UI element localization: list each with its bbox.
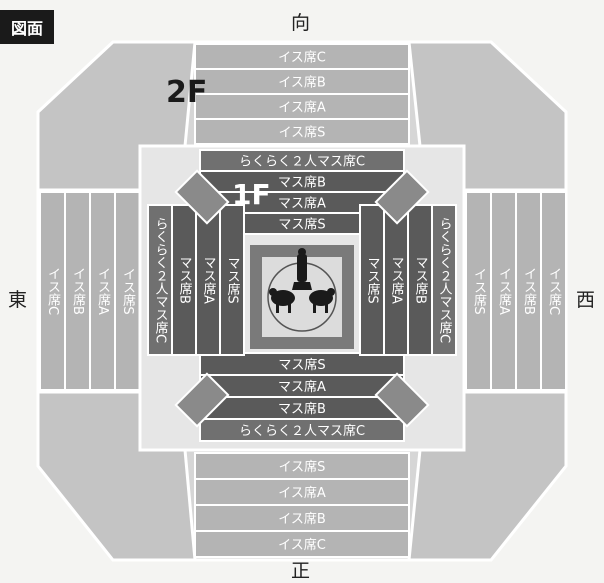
west-masu-2-block [407,204,433,356]
south-isu-2-label: イス席B [278,511,326,527]
north-isu-0-label: イス席C [278,50,326,66]
corner-box-nw [174,169,230,225]
west-isu-0-block [465,191,492,391]
east-masu-2-label: マス席A [201,256,217,304]
south-isu-1-label: イス席A [278,485,326,501]
south-masu-0-label: マス席S [278,357,325,373]
west-isu-2-block [515,191,542,391]
west-masu-3-block [431,204,457,356]
referee-figure [292,248,312,290]
direction-west: 西 [576,289,596,311]
north-isu-1-block [194,68,410,95]
direction-east: 東 [8,289,28,311]
east-masu-3-block [219,204,245,356]
west-masu-2-label: マス席B [413,256,429,304]
east-masu-1-block [171,204,197,356]
west-isu-3-label: イス席C [546,267,562,315]
east-isu-1-label: イス席B [70,267,86,315]
east-isu-1-block [64,191,91,391]
second-floor-label: 2F [166,75,207,110]
west-isu-3-block [540,191,567,391]
north-masu-3-label: マス席S [278,217,325,233]
wrestler-left-figure [269,288,295,313]
north-masu-0-label: らくらく２人マス席C [239,154,365,170]
north-isu-3-label: イス席S [279,125,326,141]
north-isu-3-block [194,118,410,145]
wrestler-right-figure [309,288,335,313]
corner-box-sw [174,372,230,428]
east-isu-2-label: イス席A [95,267,111,315]
south-masu-2-label: マス席B [278,401,326,417]
south-isu-0-label: イス席S [279,459,326,475]
north-isu-2-label: イス席A [278,100,326,116]
south-masu-3-label: らくらく２人マス席C [239,423,365,439]
east-isu-3-label: イス席S [120,267,136,314]
west-masu-1-label: マス席A [389,256,405,304]
corner-box-ne [374,169,430,225]
diagram-badge: 図面 [0,10,54,44]
east-isu-0-label: イス席C [45,267,61,315]
direction-south: 正 [291,560,311,582]
west-isu-2-label: イス席B [521,267,537,315]
north-isu-1-label: イス席B [278,75,326,91]
south-masu-1-label: マス席A [278,379,326,395]
east-masu-0-label: らくらく２人マス席C [153,217,169,343]
east-masu-1-label: マス席B [177,256,193,304]
north-masu-1-label: マス席B [278,175,326,191]
east-masu-3-label: マス席S [225,256,241,303]
north-masu-2-label: マス席A [278,196,326,212]
south-isu-2-block [194,504,410,532]
south-isu-3-block [194,530,410,558]
north-isu-0-block [194,43,410,70]
first-floor-label: 1F [232,178,271,211]
corner-box-se [374,372,430,428]
direction-north: 向 [291,12,311,34]
east-isu-3-block [114,191,141,391]
west-isu-1-label: イス席A [496,267,512,315]
south-isu-3-label: イス席C [278,537,326,553]
south-isu-0-block [194,452,410,480]
west-masu-3-label: らくらく２人マス席C [437,217,453,343]
west-masu-0-block [359,204,385,356]
west-isu-0-label: イス席S [471,267,487,314]
south-masu-3-block [199,418,405,442]
west-masu-0-label: マス席S [365,256,381,303]
